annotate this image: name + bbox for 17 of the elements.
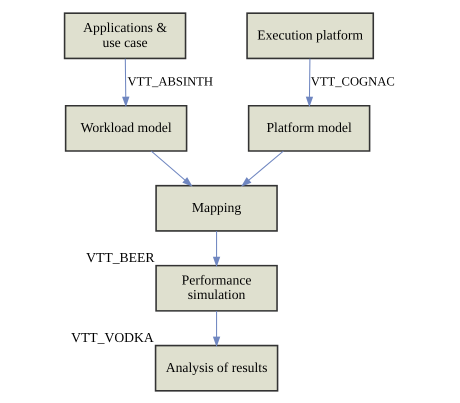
- node-box: Workload model: [64, 104, 187, 152]
- arrow: [240, 150, 284, 186]
- arrow: [122, 58, 129, 107]
- node-box: Analysis of results: [154, 344, 278, 392]
- arrow: [212, 310, 220, 347]
- arrow: [305, 58, 313, 107]
- node-box: Performance simulation: [154, 264, 278, 312]
- edge-label: VTT_COGNAC: [310, 74, 394, 88]
- node-box: Platform model: [247, 104, 370, 152]
- arrow: [212, 230, 220, 267]
- node-box: Execution platform: [246, 12, 374, 59]
- node-box: Mapping: [154, 184, 278, 232]
- arrow: [150, 150, 192, 186]
- node-box: Applications & use case: [63, 12, 186, 59]
- node-label: VTT_VODKA: [70, 329, 154, 344]
- edge-label: VTT_ABSINTH: [127, 74, 213, 88]
- node-label: VTT_BEER: [86, 249, 154, 264]
